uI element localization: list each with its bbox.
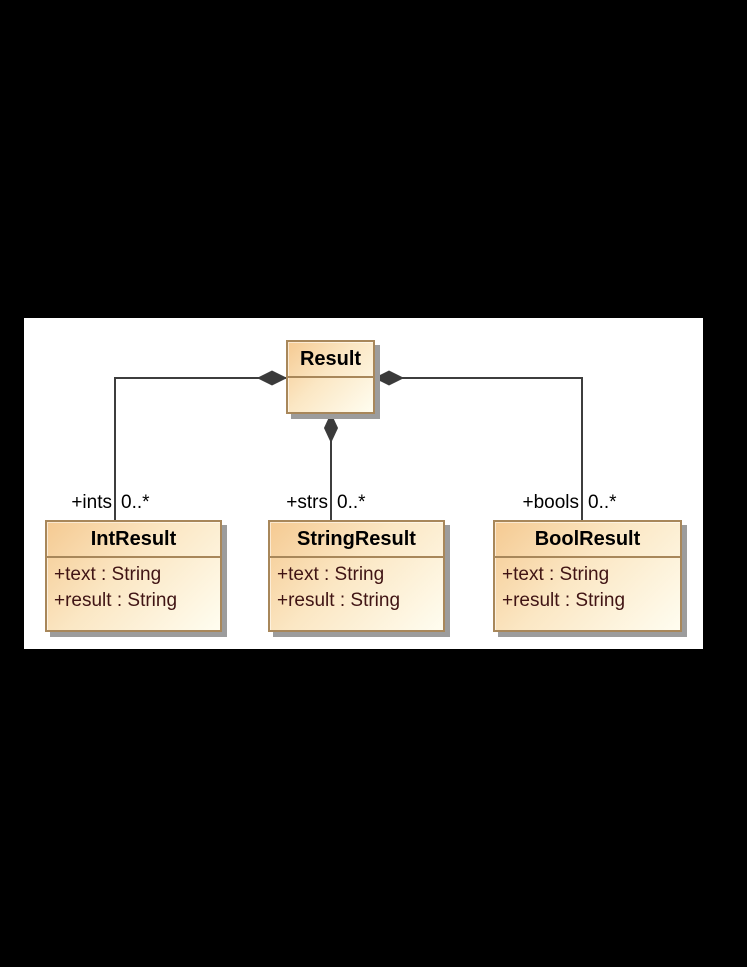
- class-attribute: +result : String: [277, 590, 401, 611]
- class-attribute: +text : String: [277, 564, 385, 585]
- role-label-strs: +strs: [286, 492, 328, 513]
- class-attributes-compartment: +text : String +result : String: [495, 556, 680, 630]
- class-attributes-compartment: +text : String +result : String: [47, 556, 220, 630]
- class-attribute: +result : String: [54, 590, 178, 611]
- class-name: BoolResult: [534, 528, 641, 550]
- role-label-ints: +ints: [71, 492, 112, 513]
- role-label-bools: +bools: [522, 492, 579, 513]
- multiplicity-label-strs: 0..*: [337, 492, 366, 513]
- class-box-stringresult: StringResult +text : String +result : St…: [268, 520, 445, 632]
- class-attribute: +text : String: [502, 564, 610, 585]
- association-line-ints: [114, 377, 286, 520]
- class-box-boolresult: BoolResult +text : String +result : Stri…: [493, 520, 682, 632]
- class-attribute: +result : String: [502, 590, 626, 611]
- class-box-result: Result: [286, 340, 375, 414]
- composition-diamond-icon: [256, 370, 288, 386]
- diagram-canvas: Result IntResult +text : String +result …: [24, 318, 703, 649]
- class-attribute: +text : String: [54, 564, 162, 585]
- class-attributes-compartment: +text : String +result : String: [270, 556, 443, 630]
- class-name: Result: [299, 348, 362, 370]
- association-connectors: [114, 370, 583, 520]
- class-attributes-compartment: [288, 376, 373, 412]
- composition-diamond-icon: [373, 370, 405, 386]
- class-name: IntResult: [90, 528, 177, 550]
- association-line-bools: [375, 377, 583, 520]
- composition-diamond-icon: [323, 412, 339, 444]
- class-box-intresult: IntResult +text : String +result : Strin…: [45, 520, 222, 632]
- multiplicity-label-ints: 0..*: [121, 492, 150, 513]
- multiplicity-label-bools: 0..*: [588, 492, 617, 513]
- class-name: StringResult: [297, 528, 416, 550]
